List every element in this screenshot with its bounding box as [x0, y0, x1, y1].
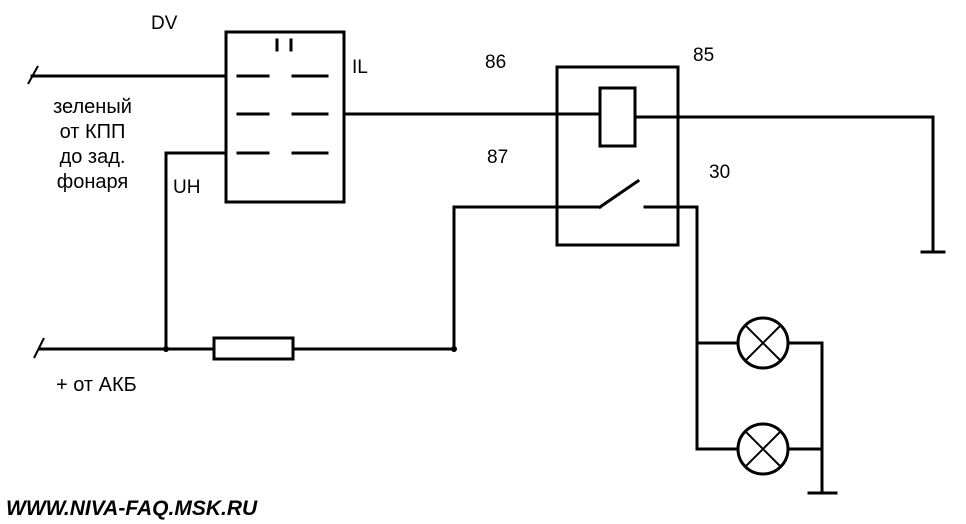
note-line: от КПП [59, 121, 126, 143]
label-pin-30: 30 [709, 162, 731, 183]
lamp-1 [736, 316, 790, 370]
note-line: фонаря [56, 171, 129, 193]
label-pin-87: 87 [487, 147, 509, 168]
green-wire-break-mark [27, 65, 39, 85]
fuse [212, 336, 295, 361]
label-pin-85: 85 [693, 45, 715, 66]
relay-coil [598, 86, 637, 148]
wire-87 [452, 205, 602, 351]
label-uh: UH [173, 177, 201, 198]
switch-dv-contacts [236, 38, 329, 155]
lamp-2 [736, 422, 790, 476]
battery-wire-break-mark [33, 337, 45, 359]
wire-85-ground [633, 115, 935, 254]
label-dv: DV [151, 13, 178, 34]
battery-note: + от АКБ [56, 374, 137, 396]
site-url: WWW.NIVA-FAQ.MSK.RU [6, 497, 258, 520]
switch-dv-box [224, 30, 346, 204]
note-line: до зад. [59, 146, 126, 168]
label-pin-86: 86 [485, 52, 507, 73]
uh-wire [164, 151, 228, 351]
relay-contact-arm [597, 178, 641, 210]
relay-box [555, 65, 680, 247]
note-line: зеленый [53, 96, 132, 118]
label-il: IL [352, 57, 368, 78]
green-wire-note: зеленый от КПП до зад. фонаря [30, 95, 155, 195]
